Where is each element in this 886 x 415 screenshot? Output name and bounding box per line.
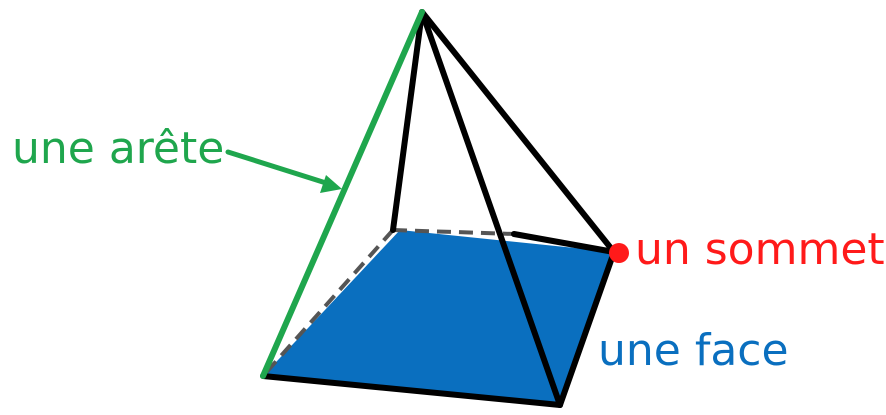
- highlighted-edge: [260, 9, 425, 379]
- lateral-edge-right: [419, 9, 617, 255]
- edge-label: une arête: [12, 123, 224, 174]
- edge-arrow-shaft: [225, 149, 329, 186]
- base-edge-front: [260, 373, 563, 408]
- face-label: une face: [598, 325, 789, 376]
- lateral-edge-back-left: [390, 9, 425, 233]
- hidden-edge-left: [261, 228, 395, 378]
- edge-arrow-head: [320, 175, 342, 193]
- hidden-edge-back: [392, 228, 515, 236]
- base-face: [263, 230, 614, 405]
- base-edge-right: [511, 231, 617, 255]
- lateral-edge-front: [419, 9, 563, 408]
- base-edge-front-right: [557, 249, 617, 408]
- vertex-label: un sommet: [635, 224, 885, 275]
- vertex-dot: [609, 243, 629, 263]
